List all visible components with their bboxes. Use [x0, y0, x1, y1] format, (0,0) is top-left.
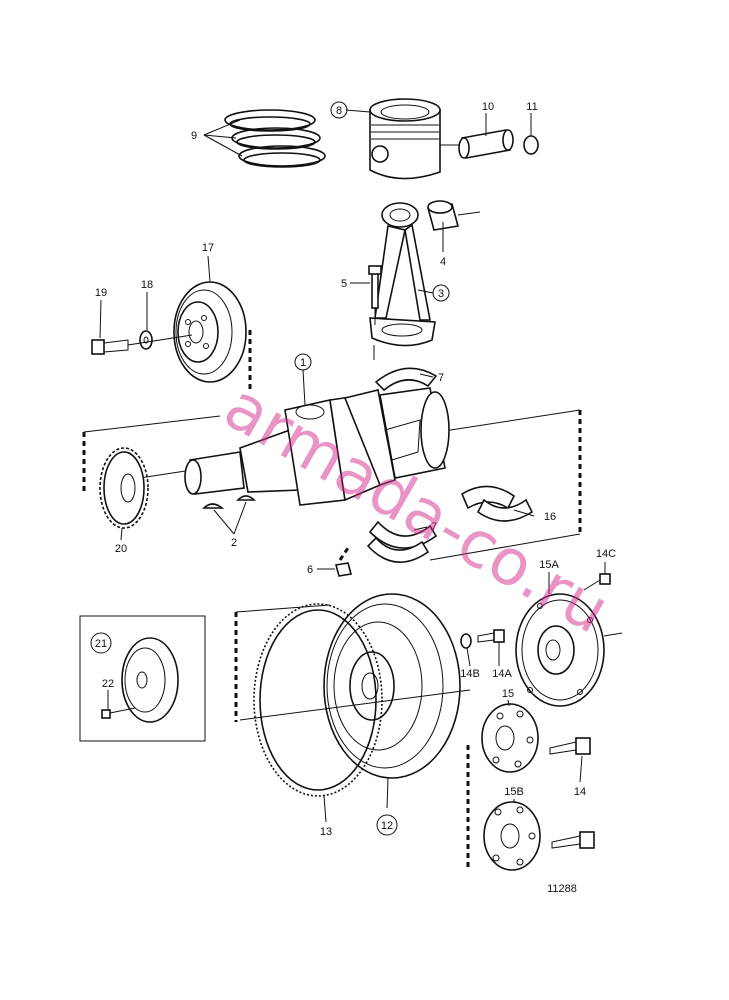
crankshaft	[139, 387, 581, 506]
bearing-cap-shell-6	[366, 536, 430, 563]
label-12: 12	[381, 820, 393, 832]
label-15: 15	[502, 688, 514, 700]
rear-group-bracket	[429, 410, 582, 561]
bolt-14a	[477, 629, 505, 643]
bolt-14-upper	[549, 737, 591, 755]
crank-pulley	[173, 281, 247, 383]
front-group-bracket	[82, 330, 252, 494]
label-22: 22	[102, 678, 114, 690]
label-21: 21	[95, 638, 107, 650]
label-20: 20	[115, 543, 127, 555]
pulley-bolt	[91, 334, 193, 355]
rod-bolt	[368, 265, 382, 325]
label-1: 1	[300, 357, 306, 369]
pulley-washer	[139, 330, 153, 350]
label-14b: 14B	[460, 668, 480, 680]
label-15b: 15B	[504, 786, 524, 798]
label-4: 4	[440, 256, 446, 268]
label-7-upper: 7	[438, 372, 444, 384]
label-17: 17	[202, 242, 214, 254]
inset-box	[79, 615, 206, 742]
spacer-plate	[483, 801, 541, 871]
label-10: 10	[482, 101, 494, 113]
label-2: 2	[231, 537, 237, 549]
leader-lines	[99, 109, 606, 823]
piston-pin	[458, 129, 514, 159]
flywheel-hub	[481, 703, 539, 773]
label-11: 11	[526, 101, 537, 113]
circlip	[523, 135, 539, 155]
flywheel	[239, 593, 471, 779]
rod-nut	[334, 562, 353, 577]
connecting-rod	[369, 202, 436, 347]
label-14c: 14C	[596, 548, 616, 560]
label-19: 19	[95, 287, 107, 299]
piston-rings	[203, 109, 326, 168]
main-bearing-shell-lower	[368, 520, 438, 549]
flywheel-group-bracket	[234, 547, 470, 870]
ring-gear	[253, 603, 383, 797]
figure-number: 11288	[547, 883, 577, 895]
label-14: 14	[574, 786, 586, 798]
label-5: 5	[341, 278, 347, 290]
label-3: 3	[438, 288, 444, 300]
small-end-bushing	[426, 200, 481, 231]
label-13: 13	[320, 826, 332, 838]
label-7-lower: 7	[431, 521, 437, 533]
drive-plate	[515, 593, 623, 707]
crankshaft-gear	[99, 447, 149, 529]
label-15a: 15A	[539, 559, 559, 571]
label-14a: 14A	[492, 668, 512, 680]
label-circles	[90, 101, 450, 836]
piston	[369, 98, 462, 180]
washer-14b	[460, 633, 472, 649]
part-labels: 8 9 10 11 4 5 3 7 1 17 18 19 20 2 7 16 6…	[95, 101, 616, 895]
label-6: 6	[307, 564, 313, 576]
main-bearing-shell-upper	[373, 345, 438, 392]
bolt-14-lower	[551, 831, 595, 849]
label-8: 8	[336, 105, 342, 117]
thrust-bearing-shells	[460, 485, 534, 522]
label-9: 9	[191, 130, 197, 142]
woodruff-keys	[202, 495, 256, 535]
label-18: 18	[141, 279, 153, 291]
label-16: 16	[544, 511, 556, 523]
